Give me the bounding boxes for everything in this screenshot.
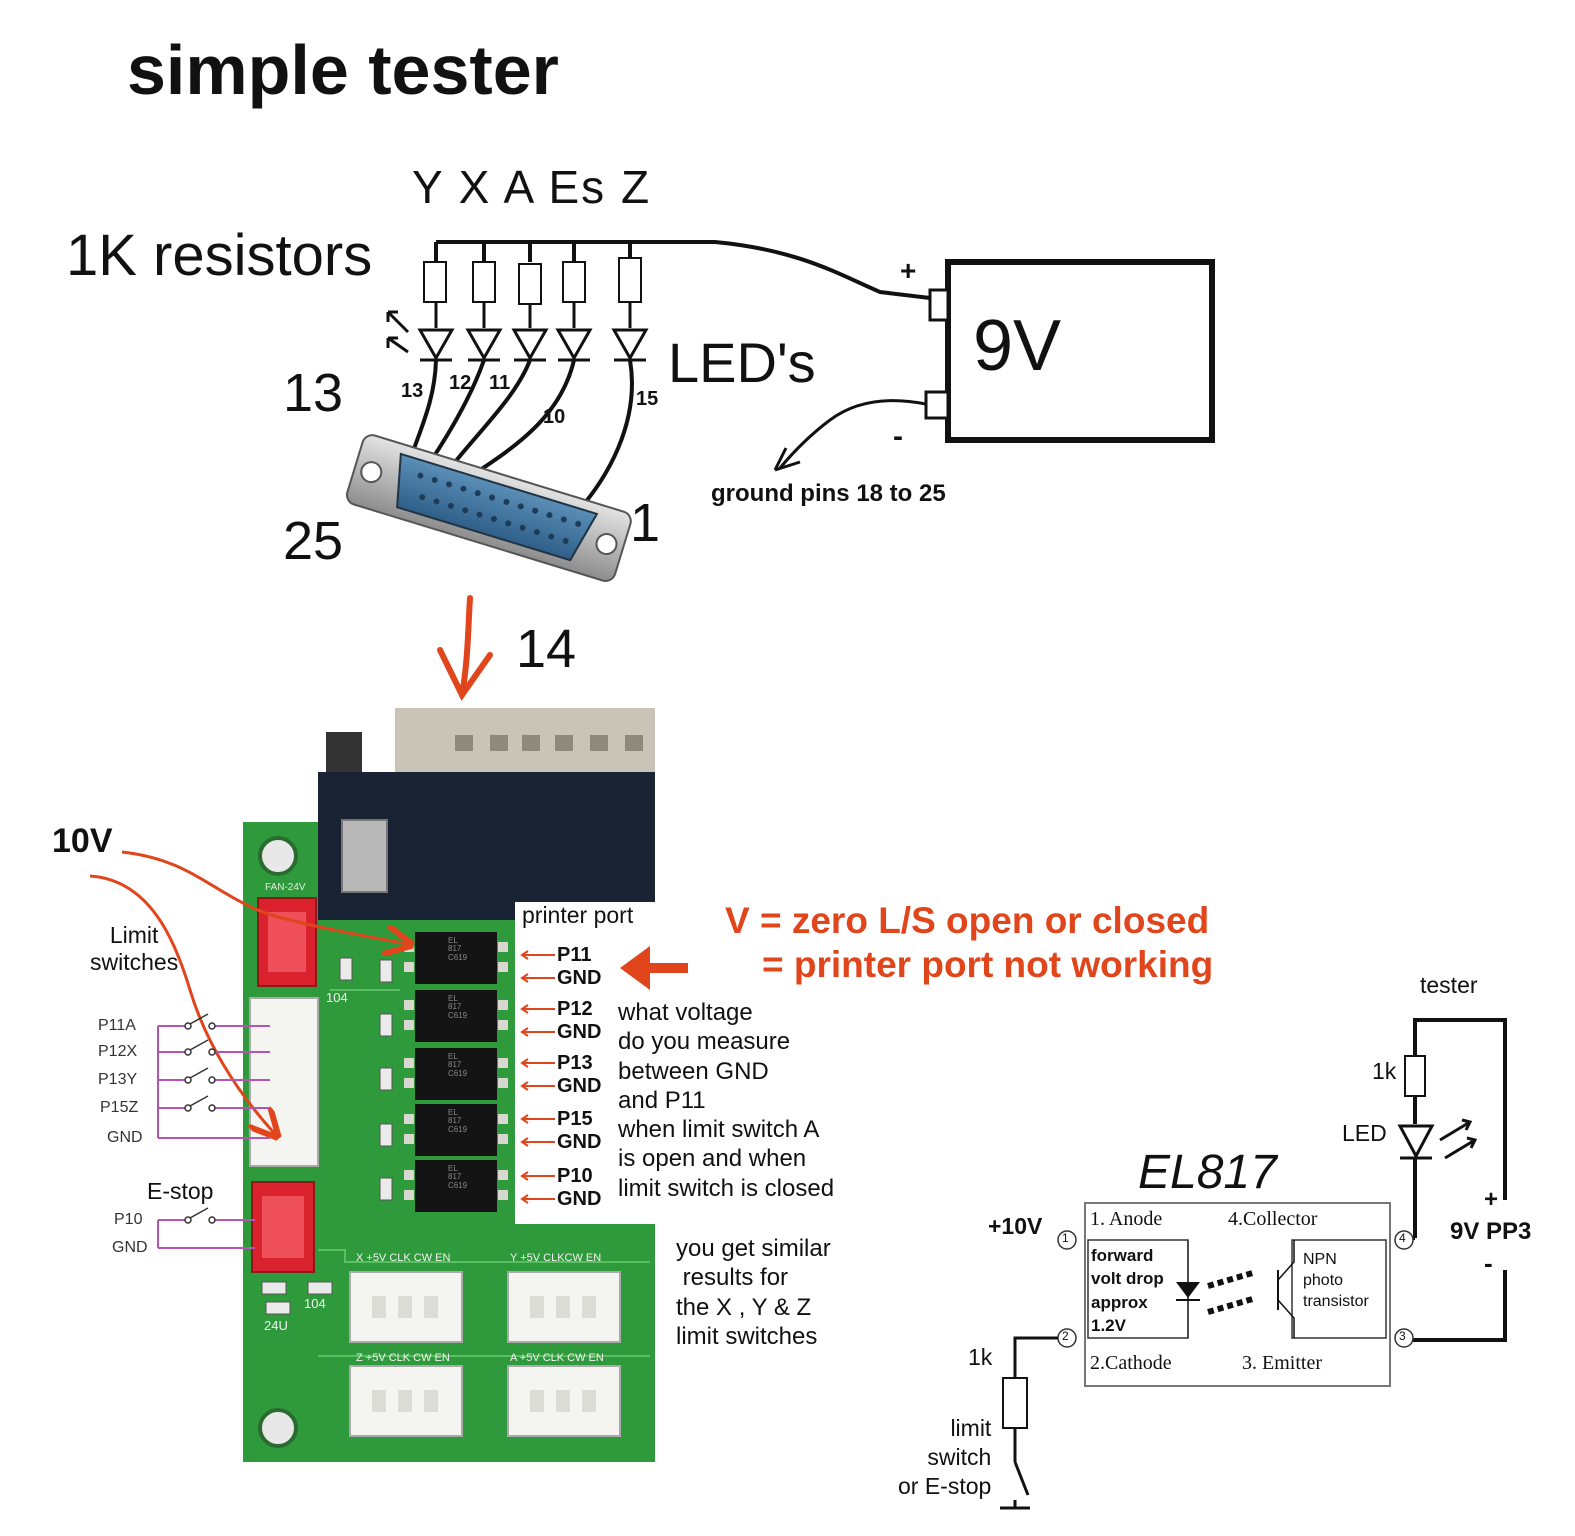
estop-row-p10: P10 <box>114 1211 143 1228</box>
resistor-z <box>618 257 642 303</box>
switch-row-gnd: GND <box>107 1129 143 1146</box>
resistor-y <box>423 261 447 303</box>
pin-label-p10: P10 <box>557 1165 593 1187</box>
silk-104a: 104 <box>326 990 348 1005</box>
switch-row-p11a: P11A <box>98 1017 136 1034</box>
pin-1-label: 1 <box>630 493 661 553</box>
limit-switch-wiring <box>157 1025 270 1249</box>
el817-package <box>1057 1202 1414 1387</box>
pin-label-gnd-4: GND <box>557 1131 602 1153</box>
battery-label: 9V <box>973 306 1062 386</box>
pp3-plus: + <box>1484 1186 1499 1213</box>
estop-label: E-stop <box>147 1178 214 1204</box>
silk-24v: 24U <box>264 1318 288 1333</box>
chip-marking-5: EL 817 C619 <box>448 1164 468 1190</box>
chip-marking-4: EL 817 C619 <box>448 1108 468 1134</box>
el817-pin-num-1: 1 <box>1062 1231 1069 1245</box>
pin-label-gnd-3: GND <box>557 1075 602 1097</box>
el817-npn-text: NPN photo transistor <box>1303 1251 1369 1310</box>
down-arrow <box>437 595 493 701</box>
el817-pin-num-2: 2 <box>1062 1329 1069 1343</box>
pin-14-label: 14 <box>516 619 577 679</box>
pin-label-p13: P13 <box>557 1052 593 1074</box>
axis-letters: Y X A Es Z <box>412 161 652 213</box>
silk-x: X +5V CLK CW EN <box>356 1252 451 1264</box>
silk-z: Z +5V CLK CW EN <box>356 1352 450 1364</box>
wire-15-label: 15 <box>636 388 659 410</box>
wire-10-label: 10 <box>543 406 566 428</box>
wire-13-label: 13 <box>401 380 424 402</box>
breakout-board <box>243 708 655 1462</box>
battery-minus: - <box>893 420 903 453</box>
question-text: what voltage do you measure between GND … <box>618 999 835 1202</box>
silk-y: Y +5V CLKCW EN <box>510 1252 602 1264</box>
resistor-es <box>562 261 586 303</box>
resistors-label: 1K resistors <box>66 223 373 288</box>
pin-label-p11: P11 <box>557 944 592 966</box>
pp3-label: 9V PP3 <box>1450 1218 1532 1245</box>
switch-row-p13y: P13Y <box>98 1071 138 1088</box>
leds-label: LED's <box>668 331 816 394</box>
chip-marking-1: EL 817 C619 <box>448 936 468 962</box>
ground-arrow-head <box>773 447 801 472</box>
similar-results-text: you get similar results for the X , Y & … <box>676 1235 831 1350</box>
limit-switch-schematic <box>1000 1336 1058 1510</box>
switch-symbols <box>184 1013 216 1224</box>
led-symbols <box>386 302 649 362</box>
limit-resistor-label: 1k <box>968 1344 993 1370</box>
ground-label: ground pins 18 to 25 <box>711 480 946 507</box>
el817-pin1: 1. Anode <box>1090 1208 1163 1230</box>
pp3-minus: - <box>1484 1248 1493 1278</box>
pin-25-label: 25 <box>283 511 344 571</box>
el817-title: EL817 <box>1138 1146 1277 1199</box>
tester-led-label: LED <box>1342 1120 1387 1146</box>
switch-row-p12x: P12X <box>98 1043 138 1060</box>
battery-9v <box>924 259 1215 443</box>
el817-pin-num-3: 3 <box>1399 1329 1406 1343</box>
warning-line-2: = printer port not working <box>762 944 1214 985</box>
pin-label-gnd-5: GND <box>557 1188 602 1210</box>
warning-line-1: V = zero L/S open or closed <box>725 900 1210 941</box>
pin-arrows <box>520 950 555 1204</box>
el817-pin4: 4.Collector <box>1228 1208 1318 1230</box>
resistor-bus <box>434 240 931 300</box>
resistor-a <box>518 263 542 305</box>
pin-label-gnd-1: GND <box>557 967 602 989</box>
resistor-x <box>472 261 496 303</box>
page-title: simple tester <box>127 31 559 109</box>
silk-a: A +5V CLK CW EN <box>510 1352 604 1364</box>
estop-row-gnd: GND <box>112 1239 148 1256</box>
silk-fan: FAN-24V <box>265 882 306 893</box>
tester-schematic <box>1397 1018 1507 1342</box>
ground-wire <box>778 399 927 469</box>
pin-label-p12: P12 <box>557 998 593 1020</box>
el817-pin-num-4: 4 <box>1399 1231 1406 1245</box>
el817-forward-text: forward volt drop approx 1.2V <box>1091 1246 1164 1336</box>
limit-switches-label: Limit switches <box>90 922 179 975</box>
battery-plus: + <box>900 255 917 286</box>
v10-label: 10V <box>52 822 113 860</box>
chip-marking-3: EL 817 C619 <box>448 1052 468 1078</box>
db25-connector <box>345 434 632 582</box>
el817-pin2: 2.Cathode <box>1090 1352 1172 1374</box>
silk-104b: 104 <box>304 1296 326 1311</box>
pin-label-gnd-2: GND <box>557 1021 602 1043</box>
pin-13-label: 13 <box>283 363 344 423</box>
el817-pin3: 3. Emitter <box>1242 1352 1322 1374</box>
switch-row-p15z: P15Z <box>100 1099 139 1116</box>
wire-12-label: 12 <box>449 372 472 394</box>
tester-resistor-label: 1k <box>1372 1058 1397 1084</box>
tester-label: tester <box>1420 972 1478 998</box>
warning-arrow <box>620 946 688 990</box>
chip-marking-2: EL 817 C619 <box>448 994 468 1020</box>
el817-v10: +10V <box>988 1213 1043 1239</box>
wire-11-label: 11 <box>489 372 511 394</box>
printer-port-label: printer port <box>522 902 634 928</box>
pin-label-p15: P15 <box>557 1108 593 1130</box>
limit-switch-label: limit switch or E-stop <box>898 1415 992 1499</box>
v10-curves <box>89 850 408 1134</box>
